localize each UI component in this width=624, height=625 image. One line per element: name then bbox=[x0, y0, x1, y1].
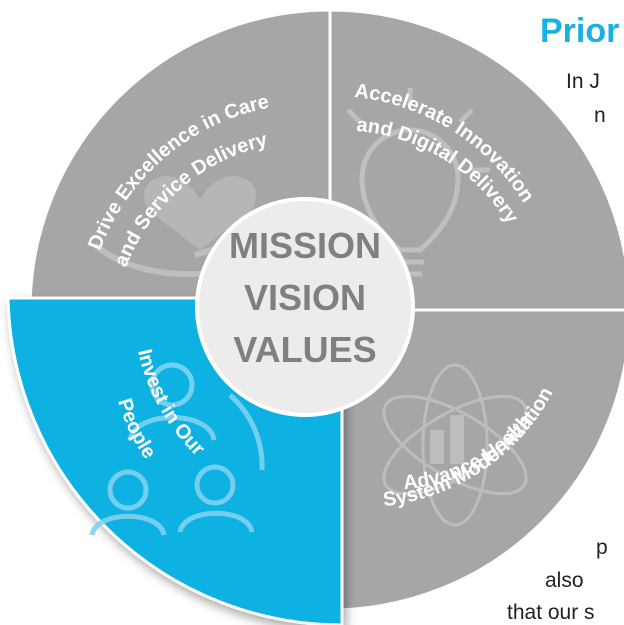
center-text-vision: VISION bbox=[244, 277, 366, 318]
center-text-mission: MISSION bbox=[229, 225, 381, 266]
body-text-line-1: In J bbox=[566, 70, 600, 93]
body-text-line-5: that our s bbox=[507, 601, 595, 624]
body-text-line-4: also bbox=[545, 569, 584, 592]
section-heading: Prior bbox=[540, 12, 620, 50]
body-text-line-2: n bbox=[594, 104, 606, 127]
body-text-line-3: p bbox=[596, 536, 608, 559]
atom-chart-icon bbox=[382, 363, 528, 527]
center-text-values: VALUES bbox=[233, 329, 376, 370]
segment-innovation bbox=[328, 8, 624, 312]
segment-modernization bbox=[328, 308, 624, 612]
center-circle bbox=[195, 197, 415, 417]
people-network-icon bbox=[89, 362, 265, 536]
